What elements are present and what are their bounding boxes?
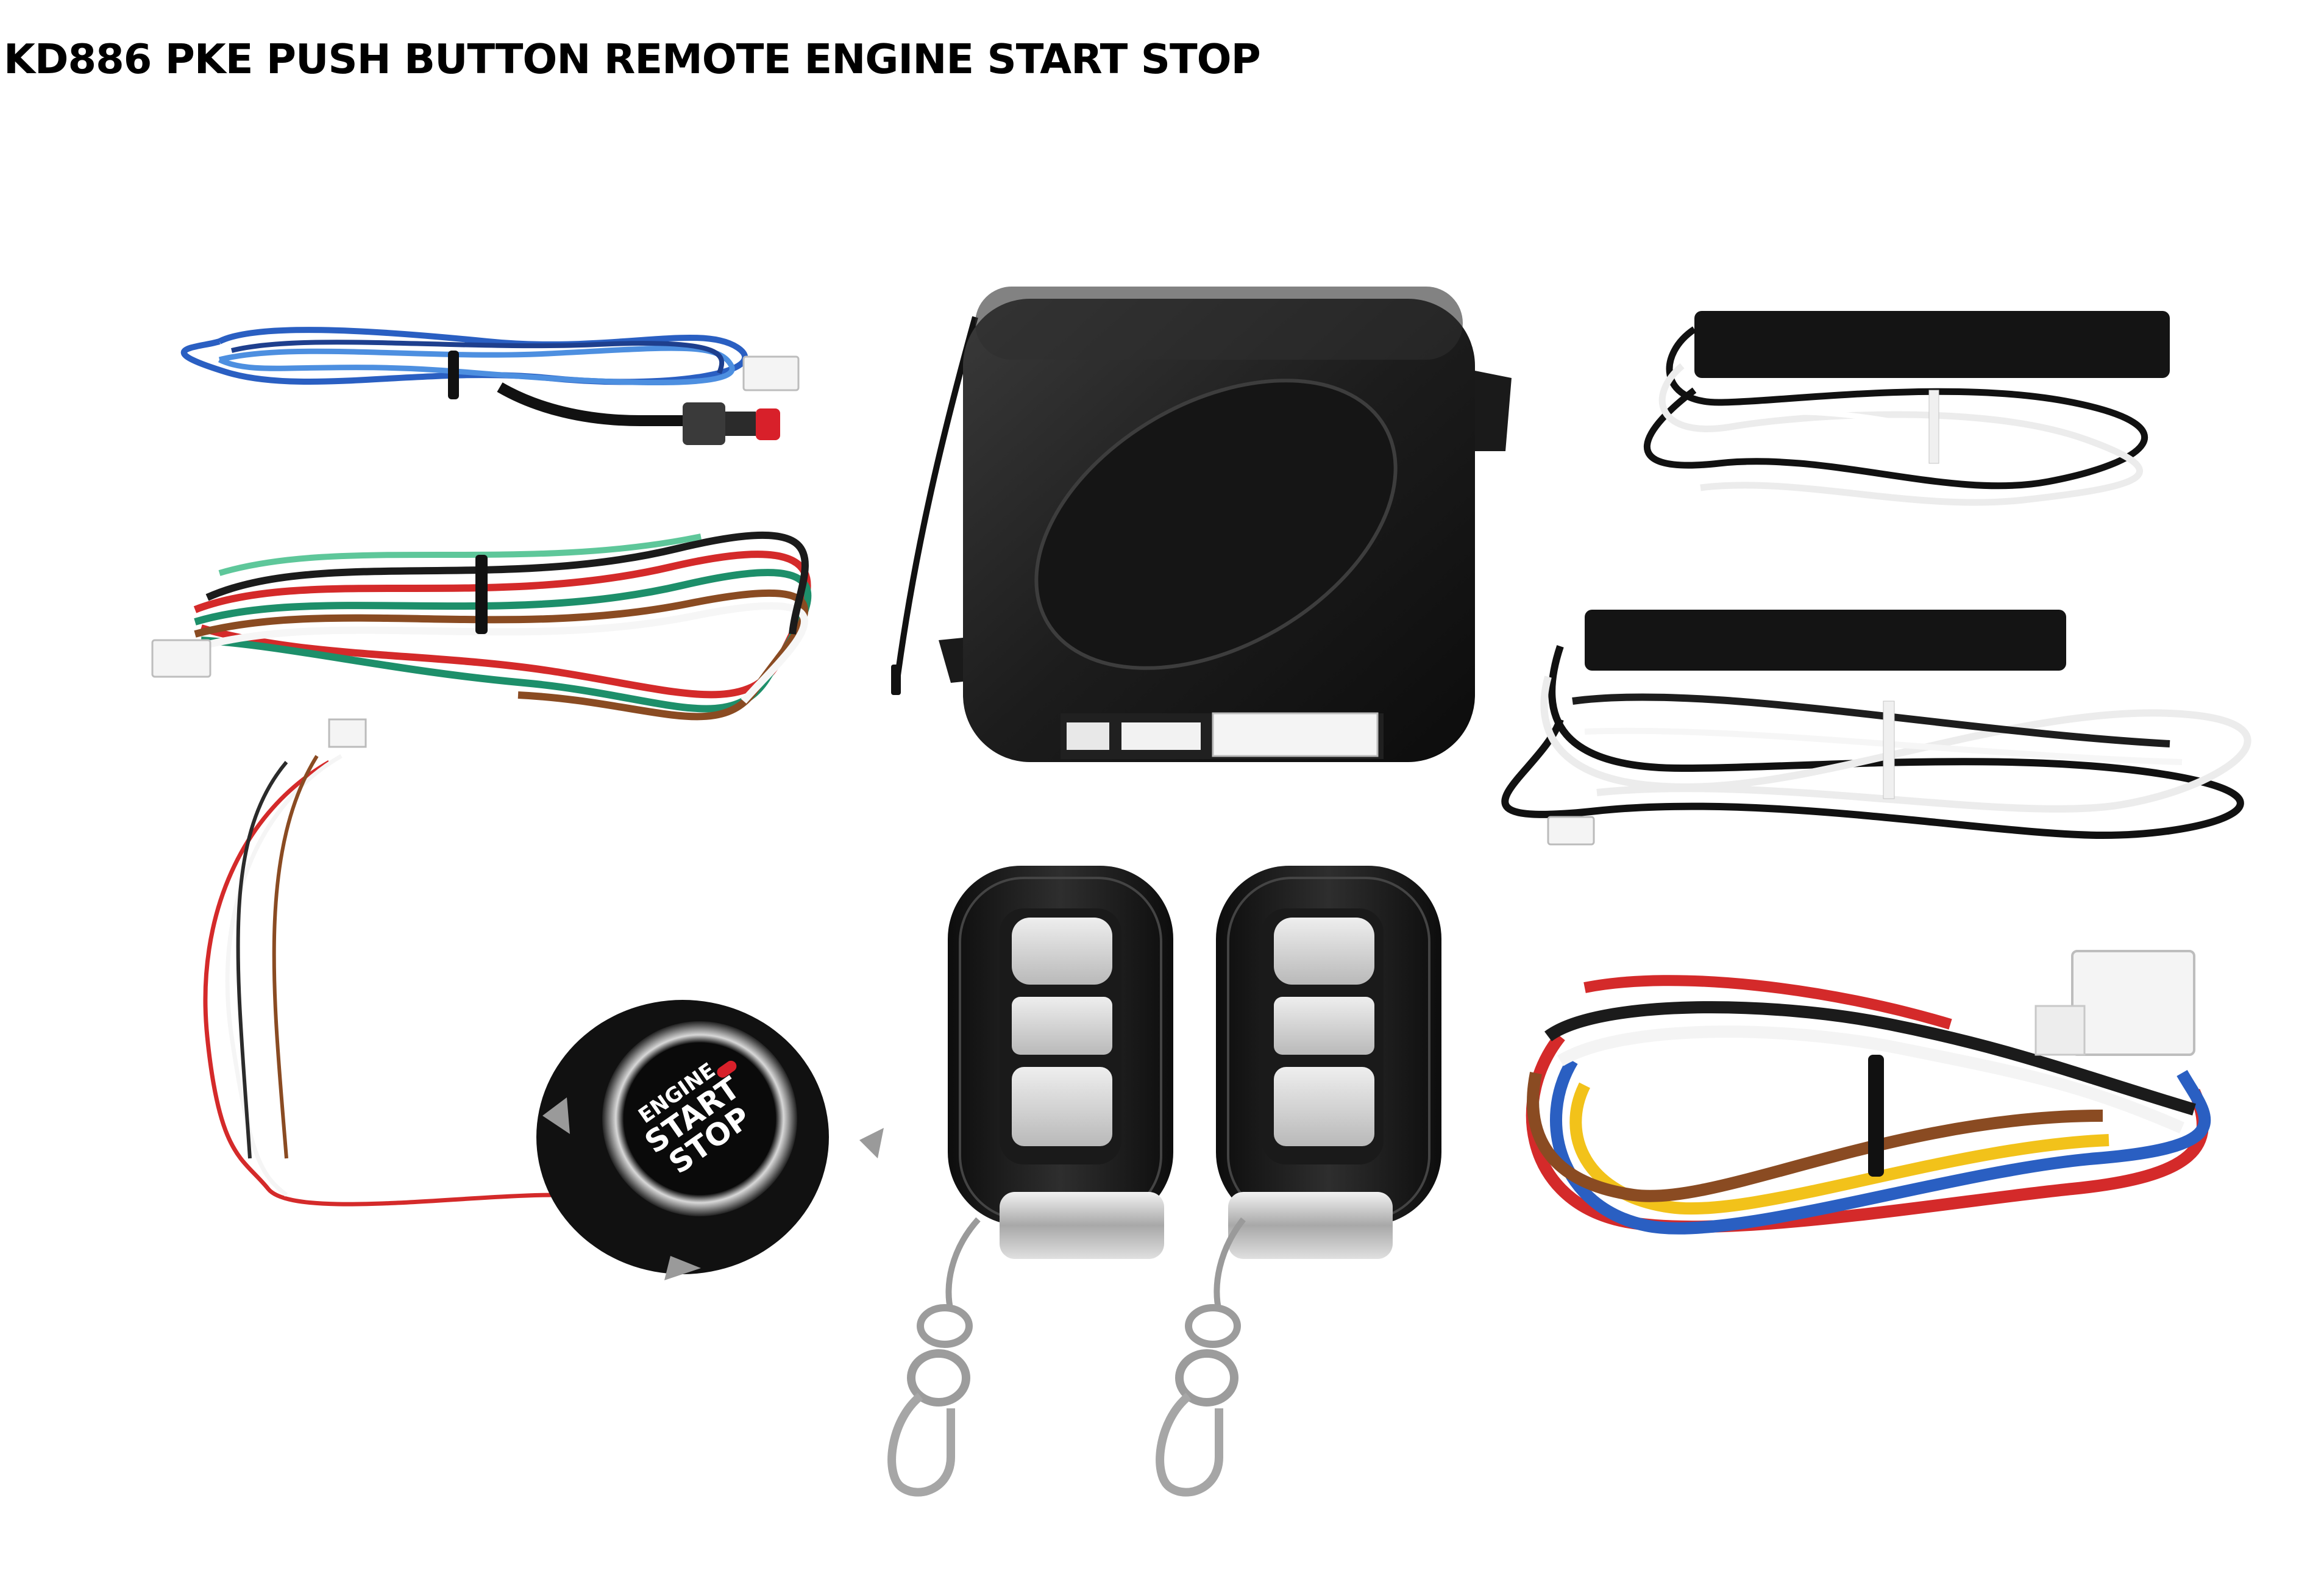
start-button-face [624,1043,776,1195]
antenna-sensor-top [1644,311,2170,506]
start-button-indicator [717,1060,737,1078]
lock-button-2 [1274,918,1374,985]
product-title: KD886 PKE PUSH BUTTON REMOTE ENGINE STAR… [4,35,1261,83]
fob-chrome-cap-1 [1000,1192,1164,1259]
remote-key-fob-1 [887,866,1173,1497]
control-module [891,287,1512,762]
remote-key-fob-2 [1156,866,1441,1497]
unlock-button-2 [1274,1067,1374,1146]
unlock-button-1 [1012,1067,1112,1146]
fob-chrome-cap-2 [1228,1192,1393,1259]
main-power-harness [1526,950,2211,1235]
alarm-button-1 [1012,997,1112,1055]
multicolor-wire-harness [151,531,812,721]
antenna-sensor-bottom [1501,610,2251,846]
blue-wire-harness-with-switch [180,327,800,445]
lock-button-1 [1012,918,1112,985]
push-start-button-assembly: ENGINE START STOP [203,718,884,1280]
alarm-button-2 [1274,997,1374,1055]
